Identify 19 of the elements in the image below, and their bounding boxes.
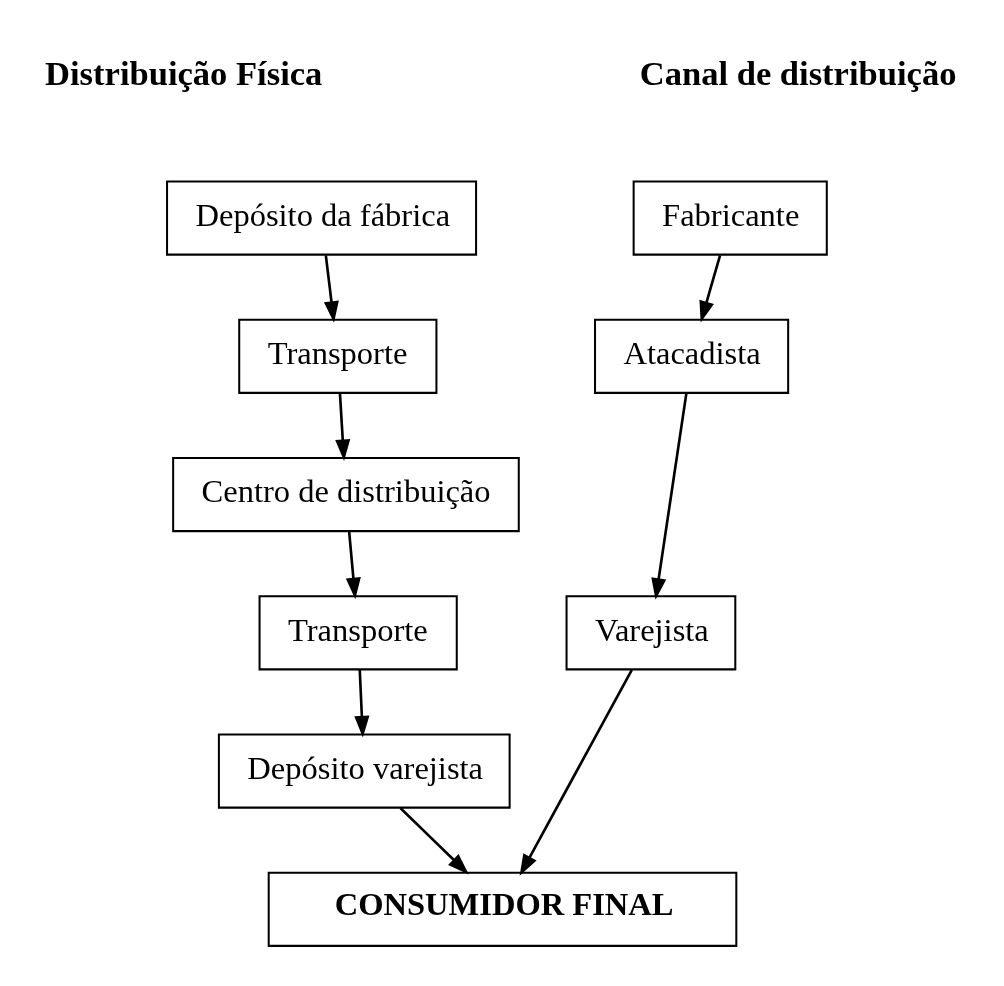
node-box: Depósito da fábrica [166,179,478,256]
node-box: Transporte [238,318,438,394]
label: Distribuição Física [45,53,323,92]
arrow [335,392,351,461]
arrow [519,668,633,876]
node-box: Depósito varejista [217,732,511,809]
arrow [345,531,361,599]
arrow [699,254,722,323]
node-box: CONSUMIDOR FINAL [267,871,738,947]
arrow [354,669,370,737]
node-box: Atacadista [594,318,790,394]
arrow [323,254,339,323]
node-box: Fabricante [632,179,828,256]
node-box: Centro de distribuição [172,456,520,532]
arrow [399,806,469,875]
node-box: Varejista [565,594,737,670]
label: Canal de distribuição [639,53,957,92]
node-box: Transporte [258,594,458,670]
arrow [651,392,688,600]
